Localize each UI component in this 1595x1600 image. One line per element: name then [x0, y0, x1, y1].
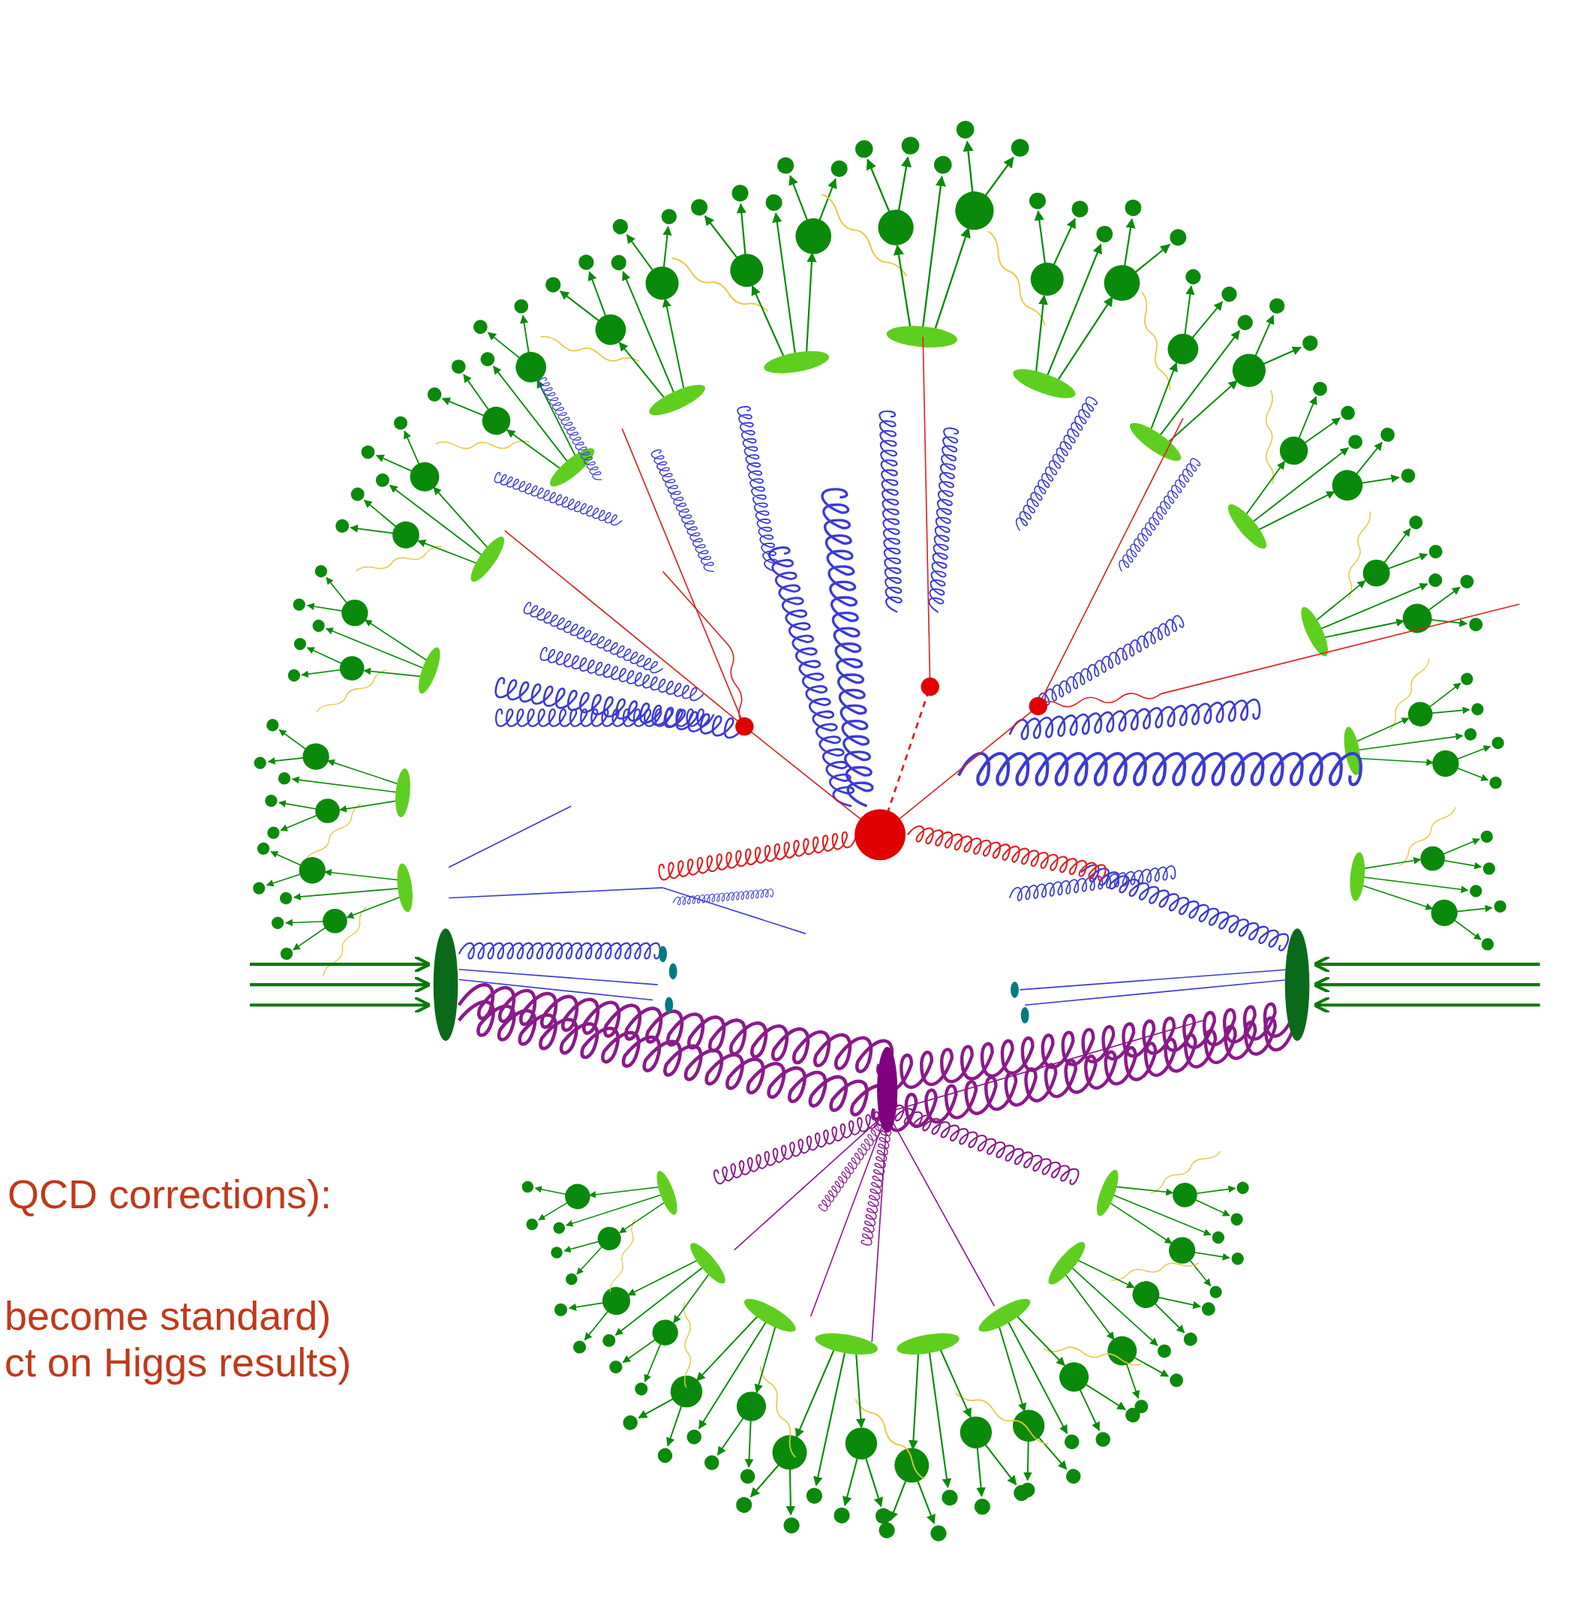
underlying-event — [456, 981, 1301, 1342]
caption-fragment: QCD corrections): — [7, 1170, 332, 1217]
hard-process — [504, 336, 1520, 861]
caption-fragment: become standard) — [4, 1291, 331, 1339]
caption-fragment: ct on Higgs results) — [4, 1338, 352, 1385]
gluon-radiation — [459, 376, 1361, 959]
hadron-fans — [246, 108, 1515, 1555]
